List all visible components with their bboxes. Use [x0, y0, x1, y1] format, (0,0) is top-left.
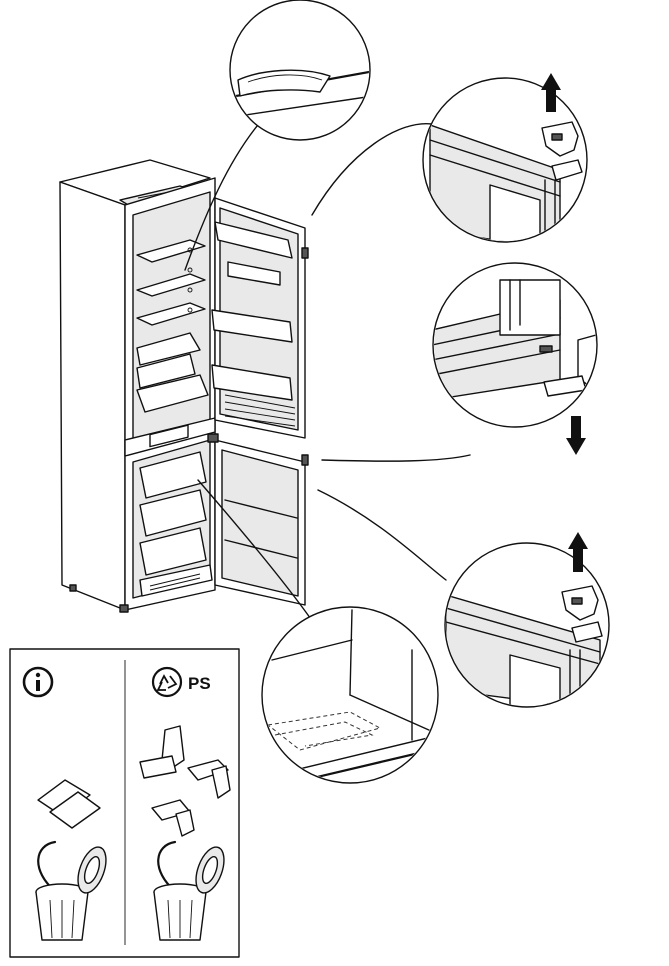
arrow-down-icon	[566, 416, 586, 455]
info-panel: PS	[9, 648, 240, 958]
recycling-material-label: PS	[188, 674, 211, 693]
trash-bin-icon	[153, 840, 225, 941]
detail-top-tape	[229, 0, 371, 141]
detail-freezer-tape	[261, 606, 439, 784]
hinge-parts-icon	[139, 725, 231, 837]
detail-bottom-hinge-remove	[444, 532, 610, 708]
arrow-up-icon	[568, 532, 588, 572]
fridge-door	[211, 197, 306, 439]
fridge-freezer	[59, 159, 216, 613]
info-icon	[22, 666, 54, 698]
detail-top-hinge-remove	[422, 73, 588, 243]
freezer-door	[207, 247, 309, 606]
packing-tape-icon	[37, 779, 101, 829]
detail-middle-hinge	[432, 262, 598, 455]
recycle-icon	[151, 666, 183, 698]
trash-bin-icon	[35, 840, 107, 941]
arrow-up-icon	[541, 73, 561, 112]
